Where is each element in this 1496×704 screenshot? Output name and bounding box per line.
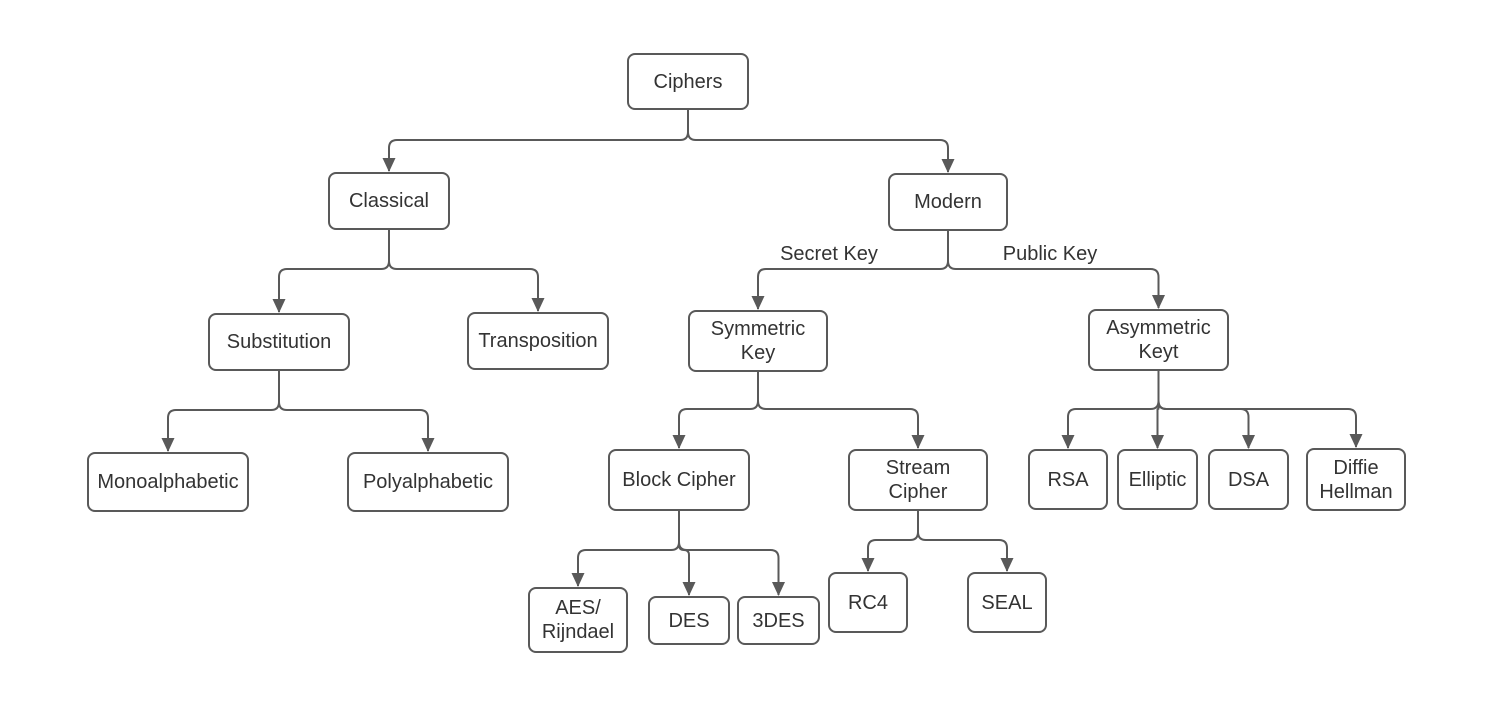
edge-substitution-to-polyalphabetic bbox=[278, 371, 435, 452]
edge-stream-to-seal bbox=[917, 511, 1014, 572]
node-stream: Stream Cipher bbox=[848, 449, 988, 511]
node-substitution: Substitution bbox=[208, 313, 350, 371]
edge-block-to-des bbox=[678, 511, 696, 596]
edge-asymmetric-to-elliptic bbox=[1151, 371, 1164, 449]
node-des: DES bbox=[648, 596, 730, 645]
node-elliptic: Elliptic bbox=[1117, 449, 1198, 510]
edge-classical-to-substitution bbox=[272, 230, 390, 313]
edge-symmetric-to-block bbox=[672, 372, 759, 449]
node-modern: Modern bbox=[888, 173, 1008, 231]
node-dsa: DSA bbox=[1208, 449, 1289, 510]
edge-classical-to-transposition bbox=[388, 230, 545, 312]
node-classical: Classical bbox=[328, 172, 450, 230]
node-symmetric: Symmetric Key bbox=[688, 310, 828, 372]
edge-asymmetric-to-diffie bbox=[1157, 371, 1363, 448]
edge-substitution-to-monoalphabetic bbox=[161, 371, 280, 452]
edge-asymmetric-to-rsa bbox=[1061, 371, 1160, 449]
edge-ciphers-to-modern bbox=[687, 110, 955, 173]
edge-symmetric-to-stream bbox=[757, 372, 925, 449]
node-transposition: Transposition bbox=[467, 312, 609, 370]
edge-block-to-tripledes bbox=[678, 511, 785, 596]
edge-label-public-key: Public Key bbox=[1000, 243, 1100, 266]
node-polyalphabetic: Polyalphabetic bbox=[347, 452, 509, 512]
node-rc4: RC4 bbox=[828, 572, 908, 633]
node-tripledes: 3DES bbox=[737, 596, 820, 645]
edge-ciphers-to-classical bbox=[382, 110, 689, 172]
edge-modern-to-asymmetric bbox=[947, 231, 1165, 309]
node-ciphers: Ciphers bbox=[627, 53, 749, 110]
node-asymmetric: Asymmetric Keyt bbox=[1088, 309, 1229, 371]
edge-block-to-aes bbox=[571, 511, 680, 587]
edge-stream-to-rc4 bbox=[861, 511, 919, 572]
node-rsa: RSA bbox=[1028, 449, 1108, 510]
node-monoalphabetic: Monoalphabetic bbox=[87, 452, 249, 512]
node-seal: SEAL bbox=[967, 572, 1047, 633]
node-block: Block Cipher bbox=[608, 449, 750, 511]
edge-label-secret-key: Secret Key bbox=[778, 243, 880, 266]
node-diffie: Diffie Hellman bbox=[1306, 448, 1406, 511]
node-aes: AES/ Rijndael bbox=[528, 587, 628, 653]
